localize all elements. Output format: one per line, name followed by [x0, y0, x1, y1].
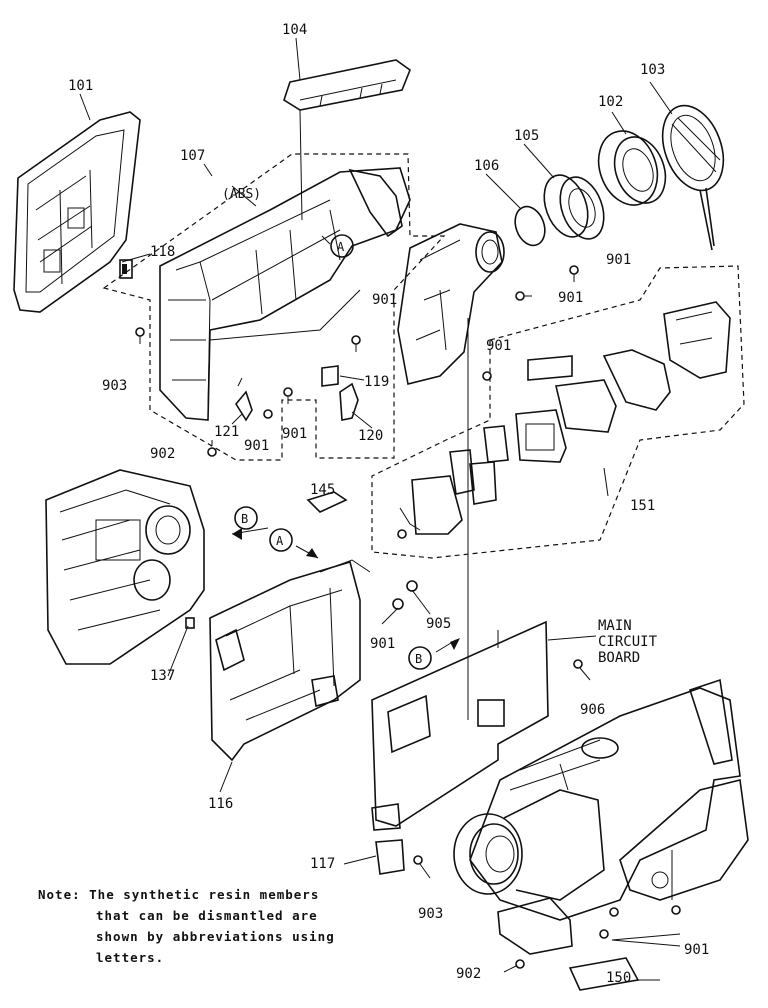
ref-label-b2: B: [415, 652, 422, 666]
callout-901-c: 901: [372, 292, 397, 308]
callout-903-a: 903: [102, 378, 127, 394]
callout-137: 137: [150, 668, 175, 684]
frame-116: [209, 559, 371, 762]
mechanism-chassis: [45, 469, 205, 665]
ref-circle-a1: A: [330, 234, 354, 258]
tab-137: [185, 617, 195, 629]
callout-145: 145: [310, 482, 335, 498]
front-lens-assembly: [397, 223, 505, 385]
ref-label-b1: B: [241, 512, 248, 526]
clip-117: [375, 839, 405, 875]
filter-ring-102: [597, 130, 667, 206]
callout-102: 102: [598, 94, 623, 110]
callout-117: 117: [310, 856, 335, 872]
reference-arrows: [231, 235, 460, 653]
battery-clip: [497, 897, 573, 955]
callout-151: 151: [630, 498, 655, 514]
note-line-4: letters.: [96, 950, 165, 965]
callout-103: 103: [640, 62, 665, 78]
glass-disc-106: [514, 205, 546, 247]
callout-main-2: CIRCUIT: [598, 634, 658, 650]
screws: [135, 265, 681, 969]
callout-118: 118: [150, 244, 175, 260]
bracket-119: [321, 365, 339, 387]
ref-circle-b1: B: [234, 506, 258, 530]
callout-902-b: 902: [456, 966, 481, 982]
top-cover-104: [283, 59, 411, 111]
ref-circle-a2: A: [269, 528, 293, 552]
callout-901-d: 901: [486, 338, 511, 354]
main-circuit-board: [371, 620, 549, 831]
note-block: Note: The synthetic resin members that c…: [38, 884, 368, 968]
callout-901-g: 901: [370, 636, 395, 652]
eyecup: [453, 789, 605, 901]
note-line-2: that can be dismantled are: [96, 908, 318, 923]
callout-101: 101: [68, 78, 93, 94]
lens-hood-105: [543, 174, 605, 240]
lever-120: [339, 382, 359, 421]
callout-116: 116: [208, 796, 233, 812]
ref-circle-b2: B: [408, 646, 432, 670]
callout-903-b: 903: [418, 906, 443, 922]
callout-121: 121: [214, 424, 239, 440]
callout-abs: (ABS): [222, 187, 261, 202]
callout-main-1: MAIN: [598, 618, 632, 634]
ref-label-a2: A: [276, 534, 284, 548]
callout-901-b: 901: [558, 290, 583, 306]
note-line-3: shown by abbreviations using: [96, 929, 335, 944]
callout-901-a: 901: [606, 252, 631, 268]
clip-118: [119, 259, 133, 279]
leader-lines: [79, 37, 681, 981]
camcorder-body: [469, 678, 749, 921]
viewfinder-parts-151: [399, 301, 731, 535]
callout-104: 104: [282, 22, 307, 38]
part-145: [306, 491, 348, 513]
callout-905: 905: [426, 616, 451, 632]
callout-120: 120: [358, 428, 383, 444]
group-outline-107: [102, 153, 446, 461]
callout-105: 105: [514, 128, 539, 144]
note-line-1: Note: The synthetic resin members: [38, 887, 320, 902]
spring-121: [235, 377, 253, 422]
lens-cap-103: [661, 104, 725, 251]
main-housing-107: [159, 167, 411, 421]
side-cover-101: [13, 111, 141, 313]
callout-902-a: 902: [150, 446, 175, 462]
callout-main-3: BOARD: [598, 650, 640, 666]
callout-906: 906: [580, 702, 605, 718]
ref-label-a1: A: [337, 240, 345, 254]
callout-901-f: 901: [244, 438, 269, 454]
callout-106: 106: [474, 158, 499, 174]
callout-901-h: 901: [684, 942, 709, 958]
callout-901-e: 901: [282, 426, 307, 442]
callout-107: 107: [180, 148, 205, 164]
callout-150: 150: [606, 970, 631, 986]
callout-119: 119: [364, 374, 389, 390]
group-outline-151: [371, 265, 745, 559]
